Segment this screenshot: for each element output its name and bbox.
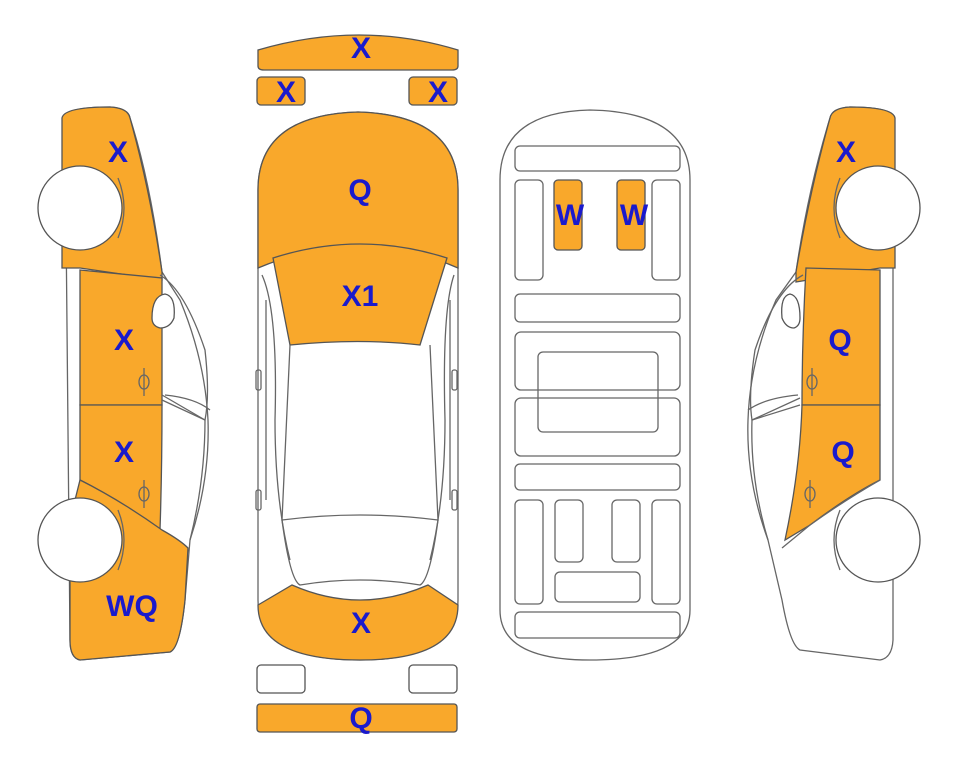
right-headlight-panel[interactable] (408, 76, 458, 106)
right-front-wheel[interactable] (835, 165, 921, 251)
windshield-top-label: X1 (342, 280, 379, 313)
left-side-view: X X X WQ (37, 106, 211, 661)
front-bumper-panel[interactable] (257, 34, 459, 71)
left-rear-door-label: X (114, 436, 134, 469)
right-rear-door-panel[interactable] (784, 404, 881, 542)
top-view: X X X Q X1 X Q (255, 32, 459, 735)
right-rear-handle (804, 480, 816, 508)
floor-view: W W (499, 109, 691, 661)
trunk-panel[interactable] (257, 584, 459, 661)
hood-label: Q (348, 174, 371, 207)
right-taillight-panel[interactable] (408, 664, 458, 694)
right-front-handle (806, 368, 818, 396)
floor-left-seat-label: W (556, 199, 585, 232)
left-front-wheel[interactable] (37, 165, 123, 251)
rear-bumper-panel[interactable] (256, 703, 458, 733)
left-rear-wheel[interactable] (37, 497, 123, 583)
front-bumper-label: X (351, 32, 371, 65)
floor-right-seat-panel[interactable] (616, 179, 646, 251)
windshield-top-panel[interactable] (272, 243, 448, 346)
right-side-view: X Q Q (747, 106, 921, 661)
left-taillight-panel[interactable] (256, 664, 306, 694)
right-front-fender-label: X (836, 136, 856, 169)
right-rear-door-label: Q (831, 436, 854, 469)
floor-right-seat-label: W (620, 199, 649, 232)
left-rear-quarter-label: WQ (106, 590, 158, 623)
left-front-fender-label: X (108, 136, 128, 169)
floor-outline (499, 109, 691, 661)
left-front-handle (138, 368, 150, 396)
left-front-door-label: X (114, 324, 134, 357)
right-headlight-label: X (428, 76, 448, 109)
right-rear-wheel[interactable] (835, 497, 921, 583)
right-mirror[interactable] (781, 293, 801, 329)
left-rear-handle (138, 480, 150, 508)
floor-left-seat-panel[interactable] (553, 179, 583, 251)
left-headlight-panel[interactable] (256, 76, 306, 106)
left-headlight-label: X (276, 76, 296, 109)
trunk-label: X (351, 607, 371, 640)
left-mirror[interactable] (151, 293, 175, 329)
right-front-door-label: Q (828, 324, 851, 357)
rear-bumper-label: Q (349, 702, 372, 735)
